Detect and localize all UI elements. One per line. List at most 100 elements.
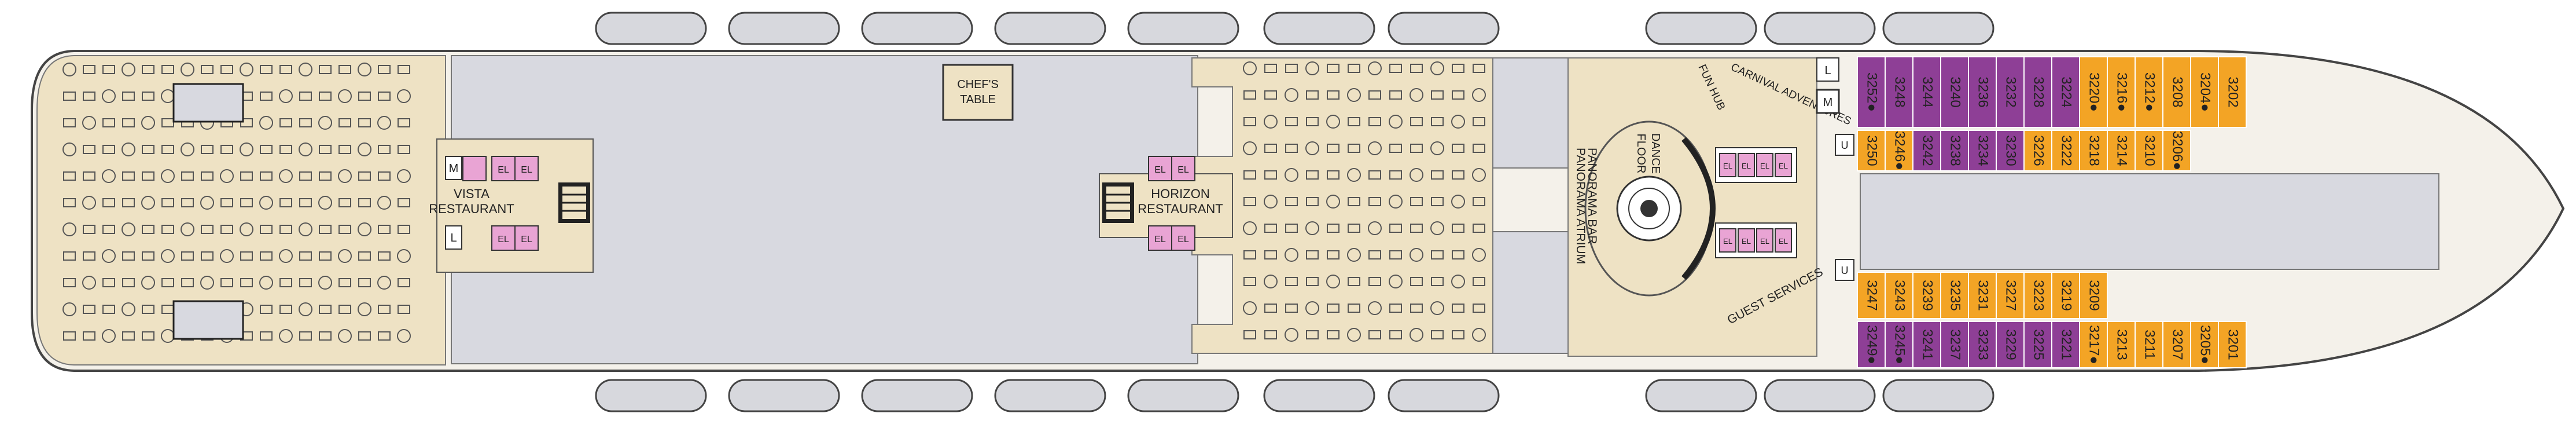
table-square: [260, 171, 273, 181]
cabin-number: 3202: [2225, 76, 2241, 107]
table-square: [1431, 170, 1444, 180]
elevator-marker: EL: [1154, 165, 1166, 175]
cabin: [2190, 321, 2219, 368]
table-square: [1327, 64, 1339, 73]
table-round: [318, 276, 332, 290]
table-square: [378, 92, 391, 101]
table-square: [63, 171, 76, 181]
table-round: [1305, 61, 1319, 75]
cabin: [1996, 56, 2025, 128]
table-square: [201, 65, 214, 74]
cabin-number: 3237: [1948, 329, 1963, 360]
cabin-number: 3217●: [2086, 325, 2102, 364]
table-round: [62, 222, 76, 236]
table-round: [1430, 141, 1444, 155]
elevator-marker: EL: [521, 235, 532, 244]
table-square: [1431, 117, 1444, 126]
table-square: [63, 331, 76, 341]
table-square: [1452, 170, 1464, 180]
table-square: [279, 278, 292, 287]
cabin-number: 3244: [1920, 76, 1935, 107]
table-square: [1473, 64, 1485, 73]
atrium-center-ring: [1628, 188, 1670, 229]
elevator-marker: EL: [1760, 237, 1769, 246]
table-square: [1368, 330, 1381, 339]
cabin-number: 3242: [1920, 135, 1935, 166]
table-square: [83, 251, 95, 261]
table-round: [200, 276, 214, 290]
table-square: [398, 145, 410, 154]
table-square: [398, 225, 410, 234]
cabin-number: 3225: [2031, 329, 2047, 360]
table-round: [1347, 168, 1361, 182]
cabin: [1912, 130, 1941, 171]
table-square: [122, 331, 135, 341]
table-round: [299, 222, 312, 236]
table-square: [83, 225, 95, 234]
table-square: [1389, 170, 1402, 180]
elevator-marker: EL: [1177, 235, 1189, 244]
table-square: [142, 305, 154, 314]
table-square: [1243, 170, 1256, 180]
table-square: [1348, 277, 1360, 286]
table-round: [1430, 61, 1444, 75]
table-round: [1347, 88, 1361, 102]
vista-seating: [62, 63, 411, 343]
cabin-number: 3232: [2003, 76, 2019, 107]
cabin: [2051, 321, 2080, 368]
table-square: [1264, 304, 1277, 313]
lifeboat: [1263, 379, 1375, 412]
table-square: [319, 305, 332, 314]
open-deck-right-lower: [1860, 173, 2439, 270]
table-square: [1264, 64, 1277, 73]
table-square: [358, 331, 371, 341]
table-square: [1243, 90, 1256, 100]
cabin-number: 3239: [1920, 280, 1935, 310]
table-square: [1243, 277, 1256, 286]
chefs-table-label-2: TABLE: [960, 93, 996, 106]
table-square: [63, 198, 76, 207]
table-square: [161, 225, 174, 234]
table-square: [220, 65, 233, 74]
cabin-number: 3228: [2031, 76, 2047, 107]
table-square: [299, 198, 312, 207]
lifeboat: [1388, 379, 1500, 412]
table-square: [142, 171, 154, 181]
table-square: [1264, 170, 1277, 180]
cabin-number: 3219: [2059, 280, 2074, 310]
table-round: [181, 63, 194, 76]
lifeboat: [1882, 12, 1994, 45]
table-square: [220, 198, 233, 207]
cabin: [2218, 56, 2247, 128]
table-square: [1389, 90, 1402, 100]
cabin-number: 3212●: [2142, 72, 2158, 112]
table-square: [1410, 117, 1423, 126]
atrium-bar-curve: [1681, 137, 1716, 280]
table-round: [1472, 88, 1486, 102]
table-round: [397, 89, 411, 103]
table-round: [220, 249, 234, 263]
table-square: [1431, 277, 1444, 286]
table-square: [142, 92, 154, 101]
table-square: [378, 171, 391, 181]
table-round: [318, 116, 332, 130]
table-square: [1243, 250, 1256, 259]
table-square: [63, 92, 76, 101]
lifeboat: [861, 379, 973, 412]
table-square: [1431, 250, 1444, 259]
table-square: [161, 278, 174, 287]
table-square: [102, 278, 115, 287]
table-square: [1389, 224, 1402, 233]
table-square: [279, 305, 292, 314]
table-round: [259, 116, 273, 130]
cabin: [1912, 321, 1941, 368]
table-square: [1243, 330, 1256, 339]
table-square: [1306, 330, 1319, 339]
table-square: [122, 198, 135, 207]
table-square: [260, 305, 273, 314]
table-square: [1368, 90, 1381, 100]
cabin-number: 3207: [2170, 329, 2185, 360]
table-square: [161, 118, 174, 127]
table-square: [240, 118, 253, 127]
table-square: [102, 145, 115, 154]
